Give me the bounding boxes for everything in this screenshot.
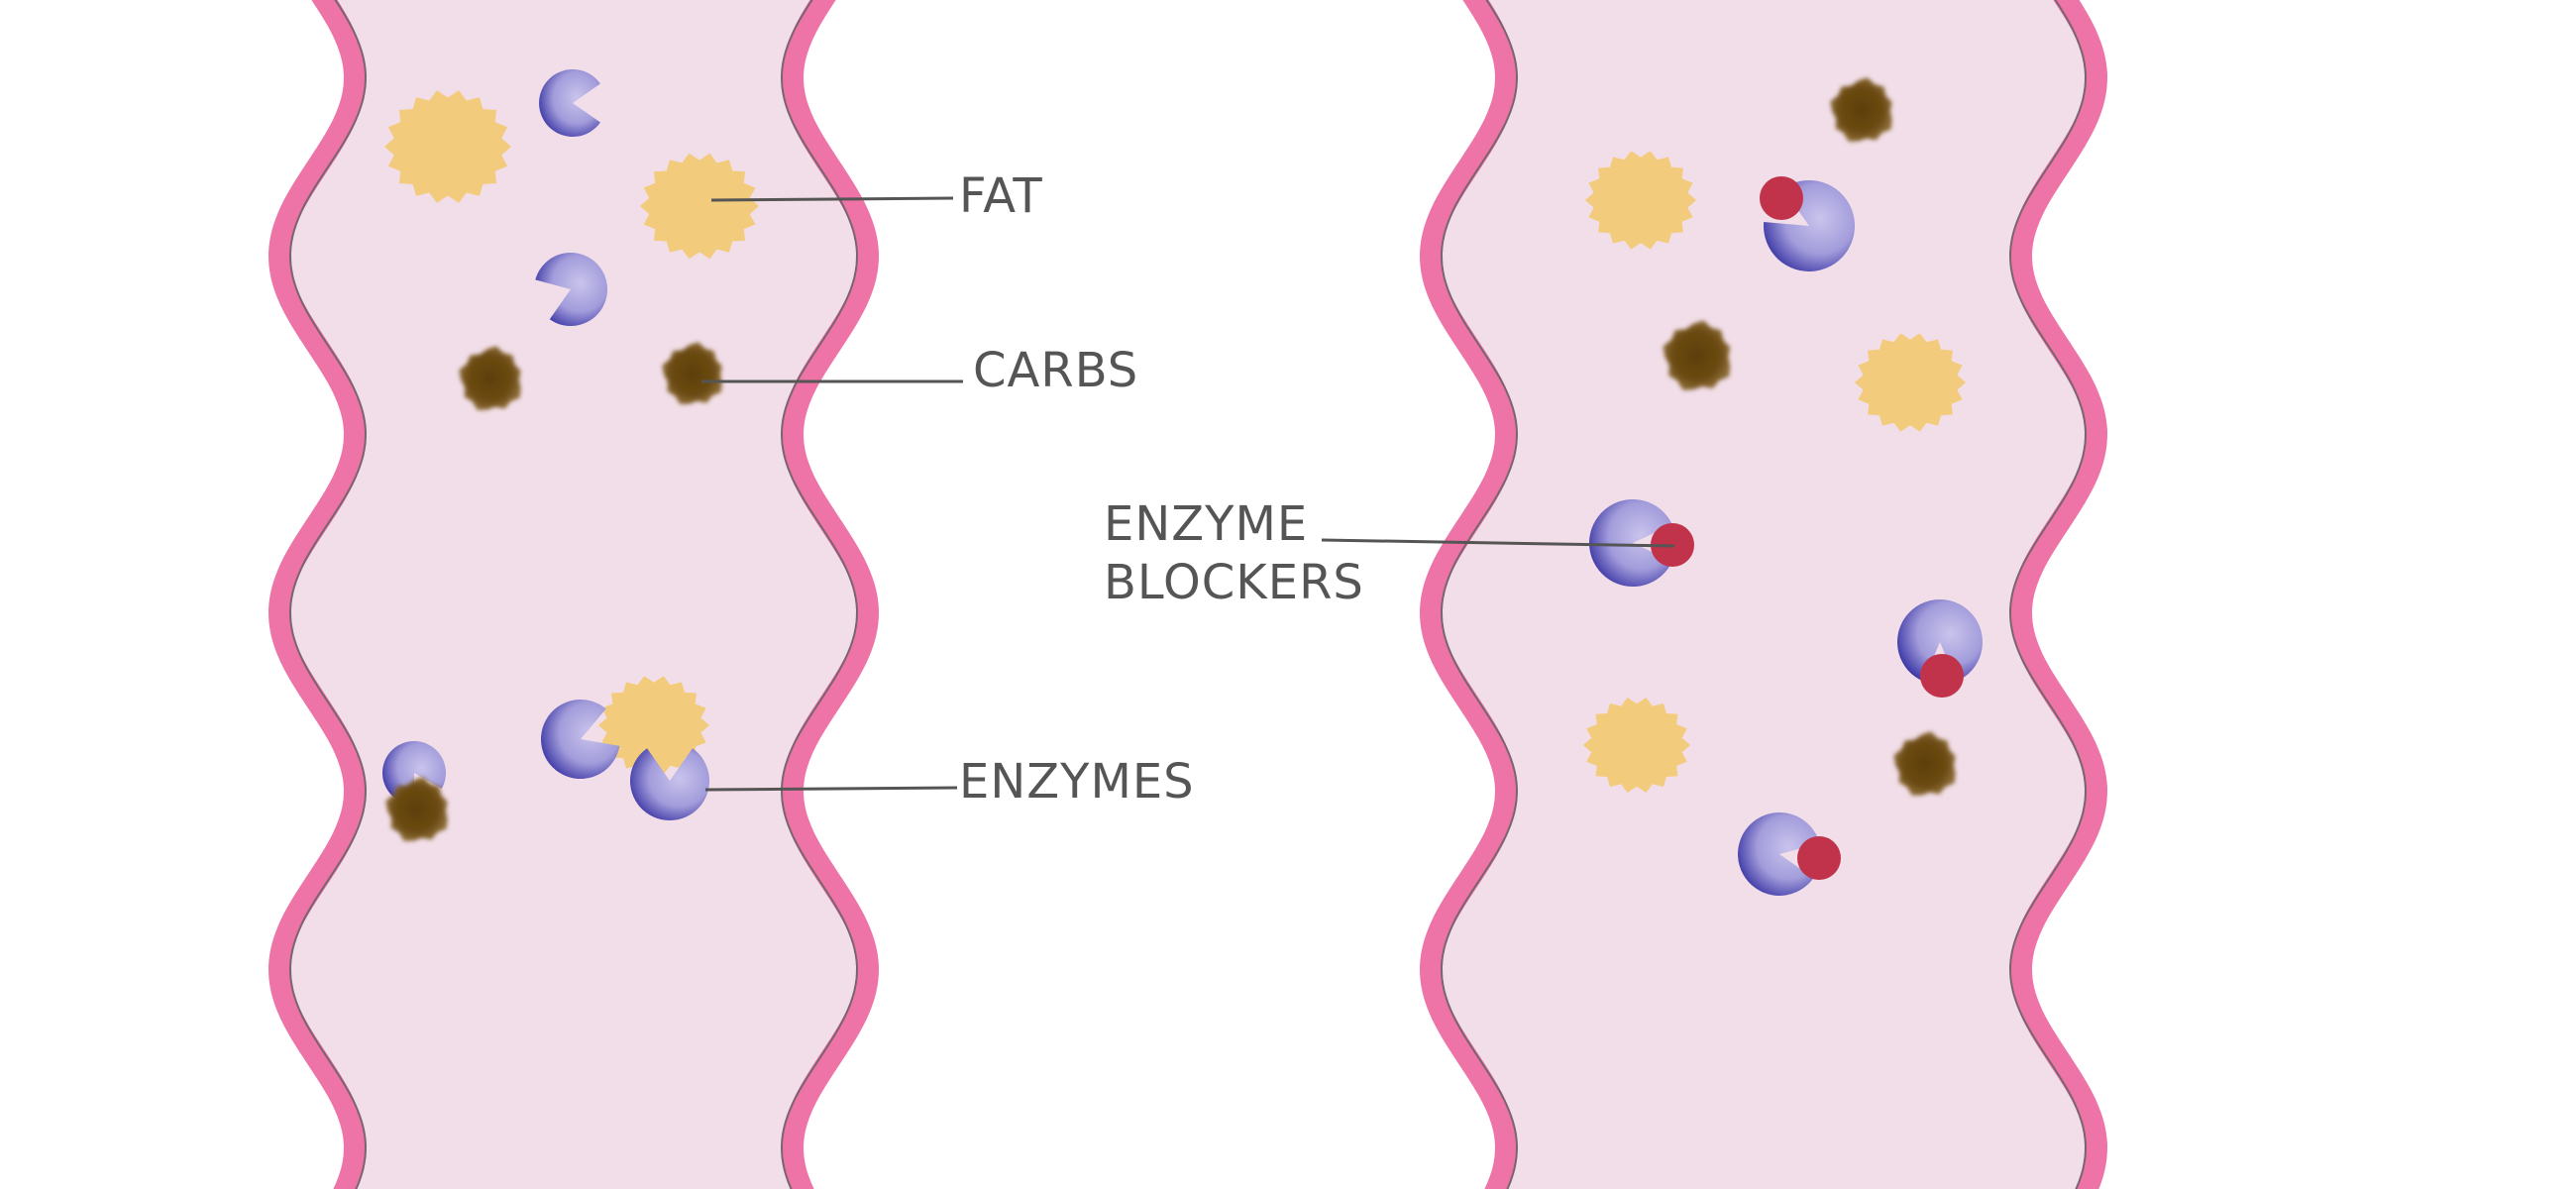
carb-particle-icon [1830, 77, 1892, 142]
leader-lines [701, 196, 1675, 792]
fat-particle-icon [1855, 333, 1966, 432]
carbs-label: CARBS [973, 343, 1138, 398]
enzymes-label: ENZYMES [959, 754, 1195, 810]
particles-layer [381, 69, 1983, 896]
fat-leader-line [710, 196, 954, 202]
tube-wall-edge [288, 0, 368, 1189]
enzyme-blockers-label-line1: ENZYME [1104, 496, 1308, 552]
tube-wall-edge [780, 0, 859, 1189]
tube-lumen [1431, 0, 2096, 1189]
enzyme-icon [1764, 179, 1856, 271]
fat-particle-icon [384, 90, 511, 203]
tube-wall-edge [2008, 0, 2088, 1189]
enzyme-blocker-icon [1760, 176, 1803, 220]
enzyme-icon [539, 69, 600, 137]
intestine-tube-left [268, 0, 879, 1189]
intestine-tube-right [1420, 0, 2107, 1189]
enzyme-icon [535, 252, 608, 326]
fat-particle-icon [640, 153, 759, 260]
tube-wall-left [268, 0, 366, 1189]
carb-particle-icon [459, 346, 521, 410]
fat-particle-icon [598, 676, 709, 775]
enzyme-icon [1589, 499, 1672, 588]
tube-wall-right [2010, 0, 2107, 1189]
carb-particle-icon [1663, 320, 1731, 390]
carb-particle-icon [662, 342, 722, 404]
enzyme-icon [540, 700, 620, 780]
tube-wall-left [1420, 0, 1517, 1189]
enzyme-blockers-label-line2: BLOCKERS [1104, 555, 1364, 610]
enzyme-icon [630, 748, 710, 820]
enzyme-blockers-leader-line [1321, 538, 1675, 548]
enzyme-blocker-icon [1920, 654, 1964, 698]
tube-lumen [279, 0, 868, 1189]
carb-particle-icon [1893, 731, 1956, 796]
enzyme-blocker-icon [1797, 836, 1841, 880]
enzyme-icon [1896, 598, 1983, 682]
fat-particle-icon [1585, 151, 1696, 250]
tube-wall-edge [1440, 0, 1519, 1189]
carb-particle-icon [385, 777, 448, 841]
enzyme-icon [1738, 811, 1820, 896]
tube-wall-right [782, 0, 879, 1189]
enzymes-leader-line [704, 786, 958, 792]
fat-particle-icon [1583, 698, 1690, 793]
fat-label: FAT [959, 168, 1043, 224]
